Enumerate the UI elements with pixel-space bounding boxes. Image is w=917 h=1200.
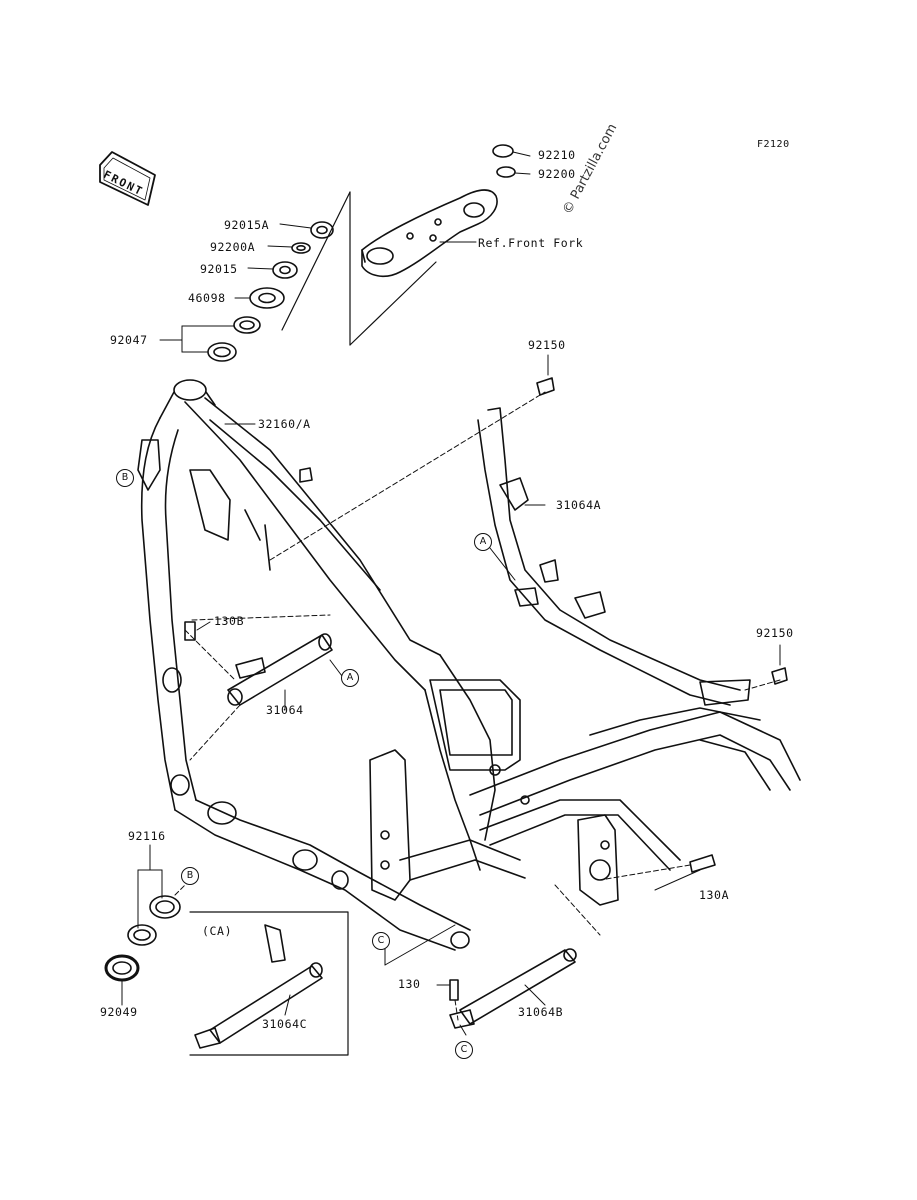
bolts bbox=[184, 377, 788, 1001]
callout-a-bottom: A bbox=[341, 669, 359, 687]
callout-c-top: C bbox=[372, 932, 390, 950]
assembly-lines bbox=[174, 391, 781, 1021]
seals bbox=[104, 895, 181, 982]
label-92200a: 92200A bbox=[210, 240, 256, 254]
downtube-31064c bbox=[194, 924, 323, 1049]
right-downtube-31064a bbox=[477, 407, 751, 706]
callout-a-top: A bbox=[474, 533, 492, 551]
label-92116: 92116 bbox=[128, 829, 166, 843]
callout-c-bottom: C bbox=[455, 1041, 473, 1059]
sheet-code: F2120 bbox=[757, 139, 790, 150]
stem-kit-outline bbox=[281, 191, 437, 346]
ca-box bbox=[189, 911, 349, 1056]
callout-b-top: B bbox=[116, 469, 134, 487]
label-31064c: 31064C bbox=[262, 1017, 308, 1031]
label-ref-front-fork: Ref.Front Fork bbox=[478, 236, 584, 250]
main-frame bbox=[137, 379, 801, 951]
label-92200: 92200 bbox=[538, 167, 576, 181]
label-92150-top: 92150 bbox=[528, 338, 566, 352]
label-92015a: 92015A bbox=[224, 218, 270, 232]
leader-lines bbox=[121, 151, 781, 1036]
label-31064a: 31064A bbox=[556, 498, 602, 512]
label-92015: 92015 bbox=[200, 262, 238, 276]
label-32160a: 32160/A bbox=[258, 417, 311, 431]
label-46098: 46098 bbox=[188, 291, 226, 305]
label-31064: 31064 bbox=[266, 703, 304, 717]
downtube-31064b bbox=[449, 948, 577, 1029]
label-130: 130 bbox=[398, 977, 421, 991]
label-92047: 92047 bbox=[110, 333, 148, 347]
label-130a: 130A bbox=[699, 888, 730, 902]
callout-b-bottom: B bbox=[181, 867, 199, 885]
label-92150-right: 92150 bbox=[756, 626, 794, 640]
label-92049: 92049 bbox=[100, 1005, 138, 1019]
label-ca: (CA) bbox=[202, 924, 233, 938]
label-31064b: 31064B bbox=[518, 1005, 564, 1019]
label-92210: 92210 bbox=[538, 148, 576, 162]
fork-upper-bracket bbox=[361, 144, 516, 278]
downtube-31064 bbox=[227, 633, 333, 706]
front-arrow-icon bbox=[99, 151, 156, 206]
label-130b: 130B bbox=[214, 614, 245, 628]
